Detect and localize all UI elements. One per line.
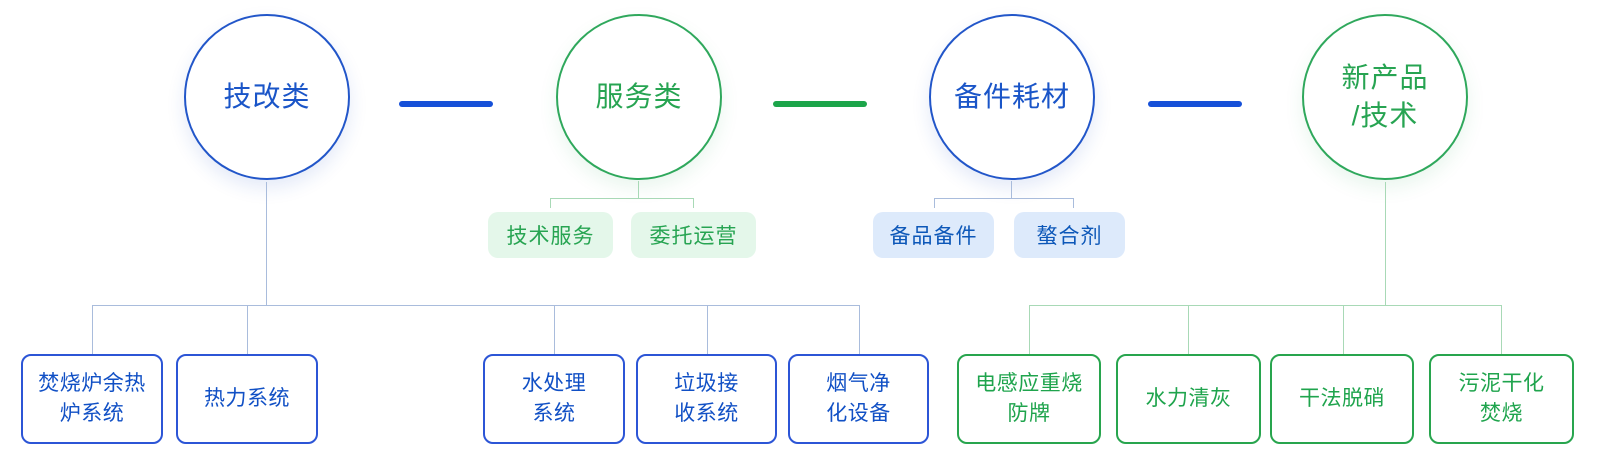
spares-chip-connector-drop [1073, 198, 1074, 208]
services-chip-connector-stem [638, 181, 639, 198]
chip-entrusted-operation: 委托运营 [631, 212, 756, 258]
leaf-box-thermal-system: 热力系统 [176, 354, 318, 444]
leaf-box-waste-heat-boiler-system: 焚烧炉余热 炉系统 [21, 354, 163, 444]
services-chip-connector-drop [693, 198, 694, 208]
blue-tree-drop [554, 305, 555, 354]
category-circle-services: 服务类 [556, 14, 722, 180]
blue-tree-drop [707, 305, 708, 354]
category-circle-new-products-tech: 新产品 /技术 [1302, 14, 1468, 180]
leaf-box-dry-denitration: 干法脱硝 [1270, 354, 1414, 444]
leaf-box-hydraulic-ash-cleaning: 水力清灰 [1116, 354, 1261, 444]
green-tree-drop [1343, 305, 1344, 354]
circle-link-dash-2 [773, 101, 867, 107]
circle-link-dash-3 [1148, 101, 1242, 107]
spares-chip-connector-bar [934, 198, 1073, 199]
leaf-box-sludge-drying-incineration: 污泥干化 焚烧 [1429, 354, 1574, 444]
circle-link-dash-1 [399, 101, 493, 107]
spares-chip-connector-drop [934, 198, 935, 208]
chip-spare-parts: 备品备件 [873, 212, 994, 258]
leaf-box-induction-remelt-antiwear: 电感应重烧 防牌 [957, 354, 1101, 444]
blue-tree-drop [92, 305, 93, 354]
services-chip-connector-bar [550, 198, 693, 199]
blue-tree-drop [859, 305, 860, 354]
green-tree-drop [1501, 305, 1502, 354]
leaf-box-flue-gas-purification: 烟气净 化设备 [788, 354, 929, 444]
chip-technical-service: 技术服务 [488, 212, 613, 258]
category-circle-spare-parts-consumables: 备件耗材 [929, 14, 1095, 180]
blue-tree-drop [247, 305, 248, 354]
green-tree-stem [1385, 182, 1386, 305]
leaf-box-water-treatment-system: 水处理 系统 [483, 354, 625, 444]
blue-tree-stem [266, 182, 267, 305]
green-tree-drop [1188, 305, 1189, 354]
leaf-box-waste-receiving-system: 垃圾接 收系统 [636, 354, 777, 444]
blue-tree-bar [92, 305, 860, 306]
spares-chip-connector-stem [1011, 181, 1012, 198]
green-tree-drop [1029, 305, 1030, 354]
green-tree-bar [1029, 305, 1501, 306]
chip-chelating-agent: 螯合剂 [1014, 212, 1125, 258]
services-chip-connector-drop [550, 198, 551, 208]
category-circle-tech-upgrade: 技改类 [184, 14, 350, 180]
